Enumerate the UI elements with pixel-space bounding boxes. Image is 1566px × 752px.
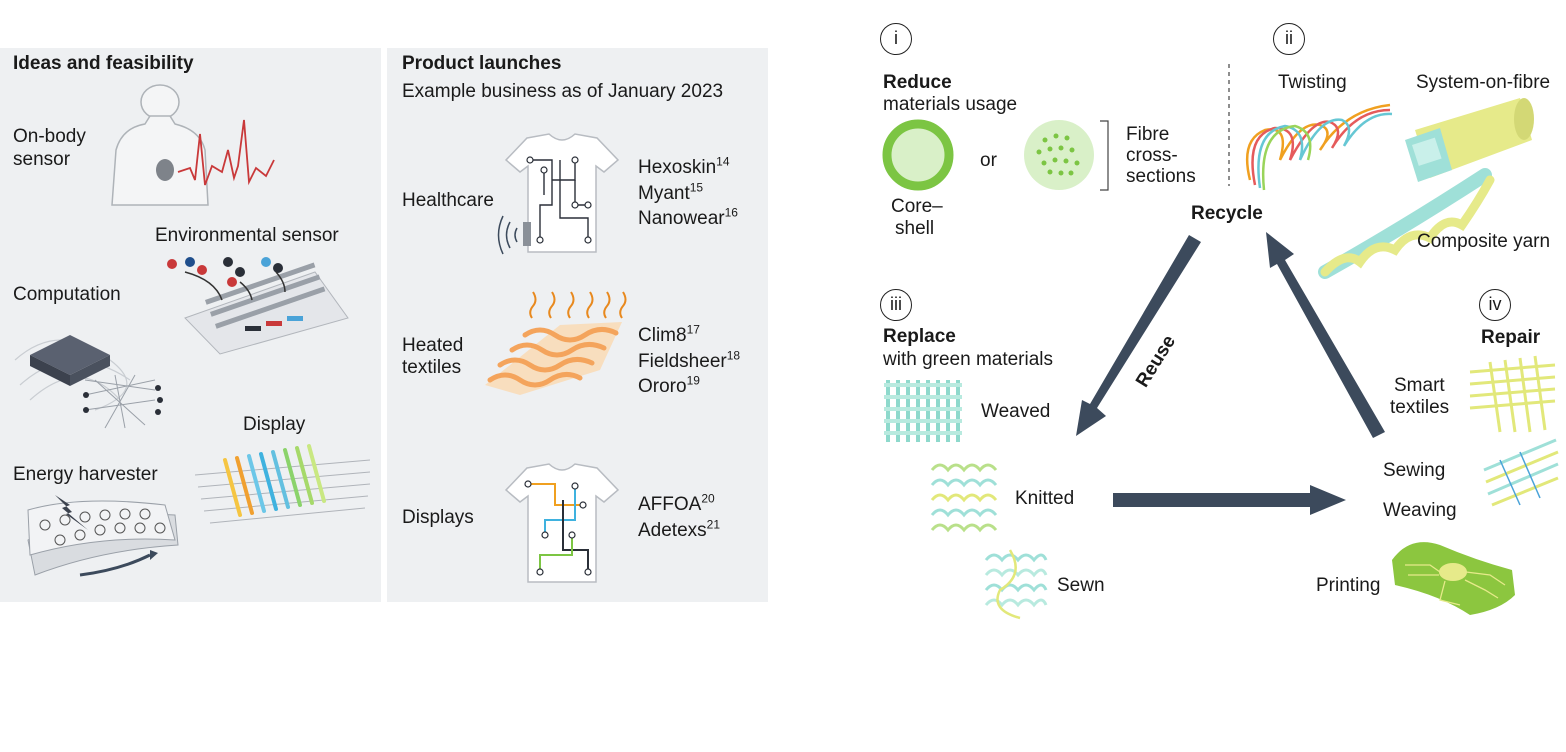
replace-subtitle: with green materials [883,349,1054,370]
heart-icon [156,159,174,181]
ideas-title: Ideas and feasibility [13,53,194,74]
knitted-label: Knitted [1015,488,1075,509]
weaved-label: Weaved [981,401,1051,422]
product-launches-title: Product launches [402,53,562,74]
numeral-iii: iii [880,289,912,321]
fibre-label-3: sections [1126,166,1196,187]
knitted-fabric-icon [930,463,998,533]
company-myant: Myant15 [638,180,704,204]
reuse-arrow [1076,235,1201,436]
on-body-sensor-label-2: sensor [13,149,71,170]
numeral-iv: iv [1479,289,1511,321]
recycle-label: Recycle [1191,203,1263,224]
display-grid-icon [194,444,371,524]
sewing-label: Sewing [1383,460,1446,481]
composite-yarn-icon [1318,168,1495,279]
composite-yarn-label: Composite yarn [1417,231,1551,252]
molecule-icons [167,257,286,301]
heated-textiles-label-1: Heated [402,335,464,356]
healthcare-label: Healthcare [402,190,494,211]
core-shell-label-2: shell [895,218,935,239]
sewn-fabric-icon [984,549,1048,620]
company-fieldsheer: Fieldsheer18 [638,348,741,372]
company-hexoskin: Hexoskin14 [638,154,730,178]
cycle-arrows [1076,232,1385,515]
system-on-fibre-label: System-on-fibre [1416,72,1551,93]
computation-label: Computation [13,284,121,305]
fibre-label-1: Fibre [1126,124,1170,145]
energy-harvester-label: Energy harvester [13,464,158,485]
smart-textile-woven-icon [1483,438,1559,507]
or-label: or [980,150,997,171]
replace-title: Replace [883,326,956,347]
displays-shirt-icon [504,463,620,583]
twisting-label: Twisting [1278,72,1347,93]
fibre-dots [1036,133,1080,176]
company-affoa: AFFOA20 [638,491,715,515]
smart-textiles-label-2: textiles [1390,397,1450,418]
fibre-label-2: cross- [1126,145,1178,166]
core-shell-icon [882,119,954,191]
reduce-title: Reduce [883,72,952,93]
weaved-fabric-icon [884,380,962,442]
numeral-ii: ii [1273,23,1305,55]
heated-textile-icon [485,291,627,395]
fibre-cross-section-icon [1024,120,1094,190]
displays-label: Displays [402,507,474,528]
company-clim8: Clim817 [638,322,700,346]
numeral-i: i [880,23,912,55]
twisting-yarn-icon [1245,103,1393,191]
heated-textiles-label-2: textiles [402,357,462,378]
weaving-label: Weaving [1383,500,1457,521]
smart-textile-grid-icon [1469,355,1556,433]
reduce-subtitle: materials usage [883,94,1018,115]
product-launches-subtitle: Example business as of January 2023 [402,81,724,102]
core-shell-label-1: Core– [891,196,943,217]
energy-harvester-icon [27,495,179,577]
printing-label: Printing [1316,575,1381,596]
company-nanowear: Nanowear16 [638,205,738,229]
fibre-bracket [1100,120,1109,191]
repair-title: Repair [1481,327,1541,348]
environmental-sensor-label: Environmental sensor [155,225,339,246]
company-adetexs: Adetexs21 [638,517,721,541]
sewn-label: Sewn [1057,575,1105,596]
smart-textiles-label-1: Smart [1394,375,1445,396]
environmental-sensor-chip-icon [184,262,349,355]
on-body-sensor-label-1: On-body [13,126,86,147]
replace-to-repair-arrow [1113,485,1346,515]
printed-circuit-textile-icon [1392,542,1515,615]
healthcare-shirt-icon [497,133,620,255]
ecg-trace [177,119,275,186]
system-on-fibre-icon [1405,98,1534,182]
computation-chip-icon [14,335,163,429]
company-ororo: Ororo19 [638,373,700,397]
display-label: Display [243,414,306,435]
repair-to-recycle-arrow [1266,232,1385,438]
body-silhouette-icon [111,84,209,206]
